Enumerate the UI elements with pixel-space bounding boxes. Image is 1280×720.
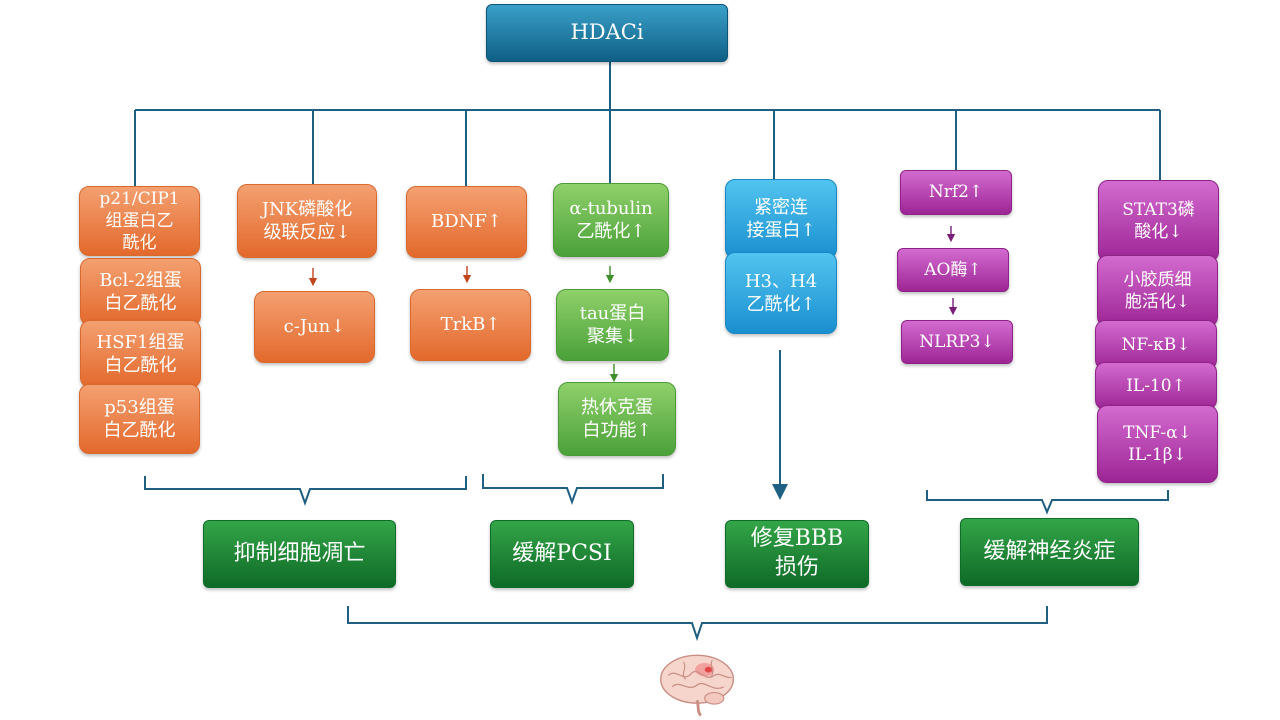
outcome-neuroinflammation: 缓解神经炎症 [960, 518, 1139, 586]
node-h3h4: H3、H4 乙酰化↑ [725, 252, 837, 334]
node-bdnf: BDNF↑ [406, 186, 527, 258]
node-tight-junction: 紧密连 接蛋白↑ [725, 179, 837, 259]
brace-apoptosis [144, 476, 467, 506]
node-hsp: 热休克蛋 白功能↑ [558, 382, 676, 456]
node-tau: tau蛋白 聚集↓ [556, 289, 669, 361]
node-trkb: TrkB↑ [410, 289, 531, 361]
node-nlrp3: NLRP3↓ [901, 320, 1013, 364]
node-nfkb: NF-κB↓ [1095, 320, 1217, 370]
node-il10: IL-10↑ [1095, 362, 1217, 410]
hdaci-node: HDACi [486, 4, 728, 62]
node-bcl2: Bcl-2组蛋 白乙酰化 [80, 258, 201, 326]
node-stat3: STAT3磷 酸化↓ [1098, 180, 1219, 262]
node-tubulin: α-tubulin 乙酰化↑ [553, 183, 669, 257]
outcome-bbb: 修复BBB 损伤 [725, 520, 869, 588]
node-hsf1: HSF1组蛋 白乙酰化 [80, 320, 201, 388]
node-p21: p21/CIP1 组蛋白乙 酰化 [79, 186, 200, 256]
node-cjun: c-Jun↓ [254, 291, 375, 363]
brain-icon [660, 654, 735, 717]
outcome-pcsi: 缓解PCSI [490, 520, 634, 588]
node-tnf-il1b: TNF-α↓ IL-1β↓ [1097, 405, 1218, 483]
brace-outcomes [347, 606, 1048, 642]
outcome-apoptosis: 抑制细胞凋亡 [203, 520, 396, 588]
node-microglia: 小胶质细 胞活化↓ [1097, 255, 1218, 327]
node-nrf2: Nrf2↑ [900, 170, 1012, 215]
node-ao: AO酶↑ [897, 248, 1009, 292]
brace-neuroinflammation [926, 490, 1169, 515]
node-p53: p53组蛋 白乙酰化 [79, 384, 200, 454]
node-jnk: JNK磷酸化 级联反应↓ [237, 184, 377, 258]
brace-pcsi [482, 474, 664, 505]
